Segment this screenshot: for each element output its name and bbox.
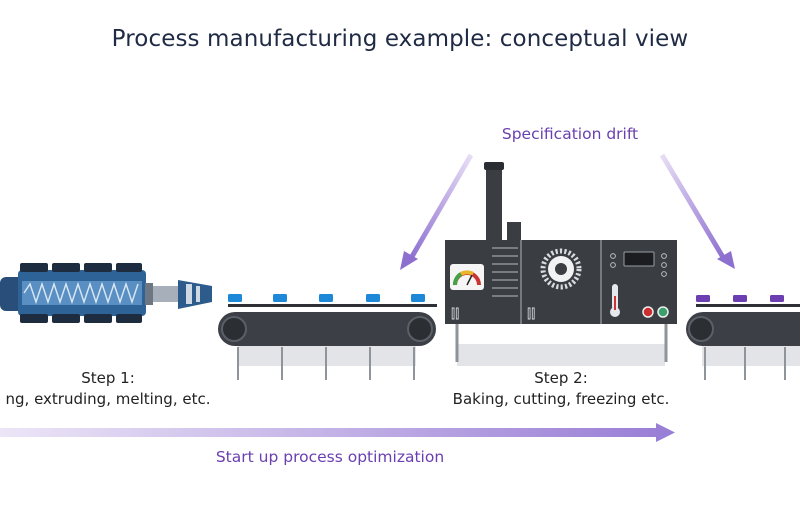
step2-description: Baking, cutting, freezing etc. bbox=[452, 390, 670, 408]
step1-description: ng, extruding, melting, etc. bbox=[5, 390, 211, 408]
processing-machine: ⫿⫿ ⫿⫿ bbox=[445, 162, 677, 366]
product-item bbox=[319, 294, 333, 302]
product-item bbox=[228, 294, 242, 302]
spec-drift-arrow-right bbox=[659, 153, 735, 269]
svg-text:⫿⫿: ⫿⫿ bbox=[451, 307, 459, 322]
product-item bbox=[770, 295, 784, 302]
product-item bbox=[733, 295, 747, 302]
optimization-label: Start up process optimization bbox=[215, 448, 445, 466]
conveyor-step2 bbox=[686, 295, 800, 380]
svg-text:⫿⫿: ⫿⫿ bbox=[527, 307, 535, 322]
product-item bbox=[366, 294, 380, 302]
diagram-title: Process manufacturing example: conceptua… bbox=[111, 26, 689, 52]
optimization-arrow bbox=[0, 423, 675, 442]
step2-heading: Step 2: bbox=[534, 369, 588, 387]
spec-drift-label: Specification drift bbox=[501, 125, 639, 143]
product-item bbox=[273, 294, 287, 302]
step1-caption: Step 1: ng, extruding, melting, etc. bbox=[0, 368, 216, 410]
step2-caption: Step 2: Baking, cutting, freezing etc. bbox=[436, 368, 686, 410]
spec-drift-arrow-left bbox=[400, 153, 474, 270]
conveyor-step1 bbox=[218, 294, 437, 380]
product-item bbox=[696, 295, 710, 302]
step1-heading: Step 1: bbox=[81, 369, 135, 387]
extruder-machine bbox=[0, 263, 212, 323]
product-item bbox=[411, 294, 425, 302]
